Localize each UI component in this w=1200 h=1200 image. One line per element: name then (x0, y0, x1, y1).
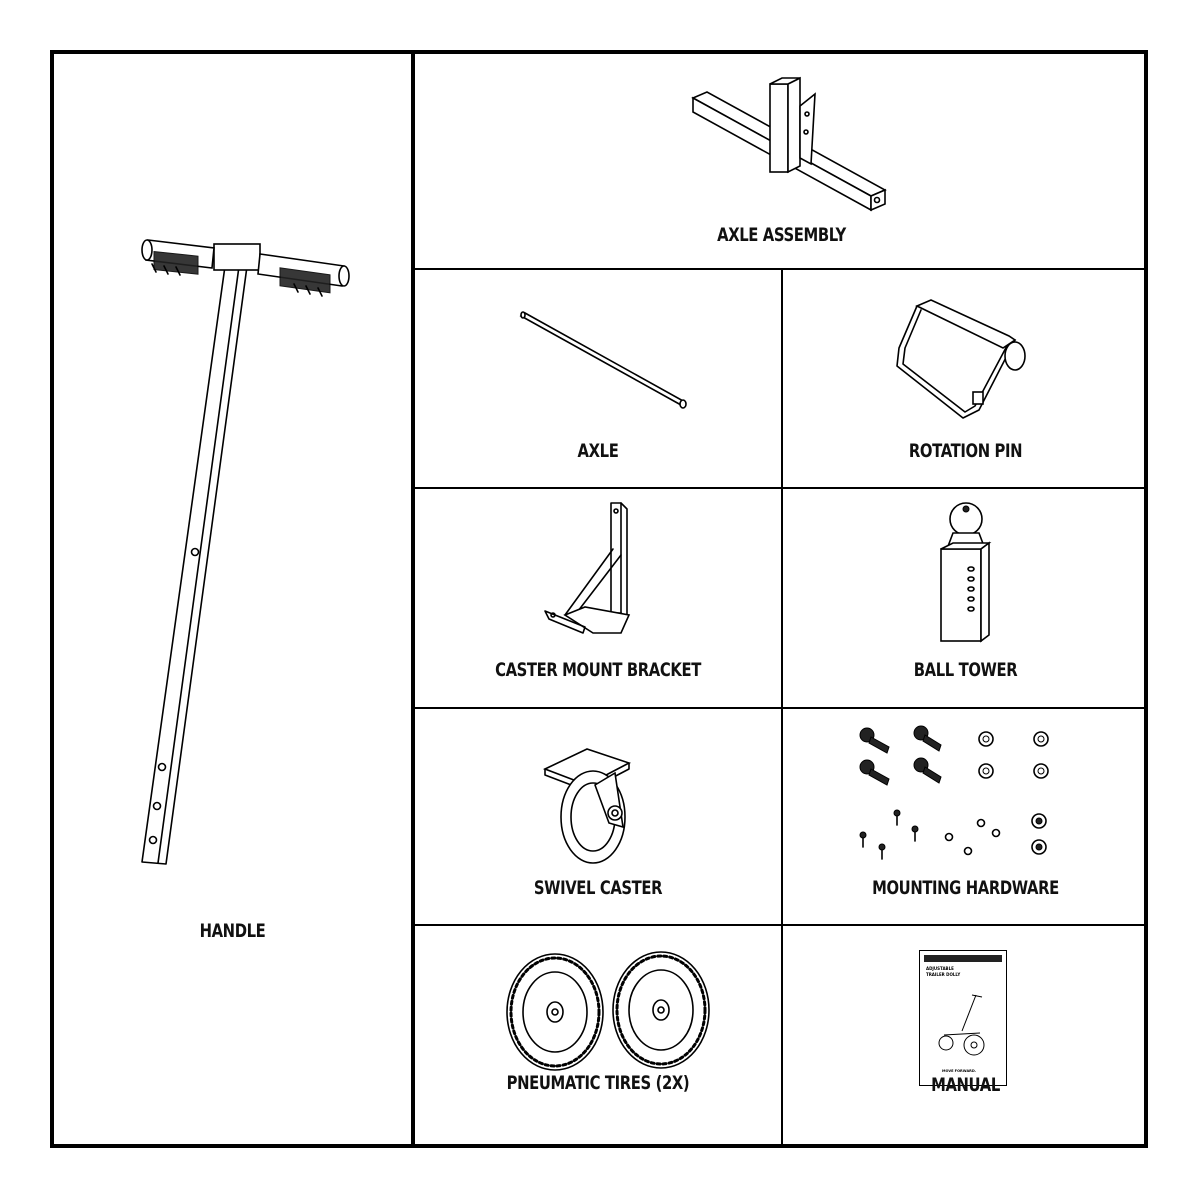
handle-illustration (141, 239, 350, 865)
cell-handle: HANDLE (54, 54, 411, 1144)
manual-title-line1: ADJUSTABLE (926, 966, 954, 971)
large-bolt-icon (913, 757, 942, 784)
cell-axle-assembly: AXLE ASSEMBLY (415, 54, 1148, 268)
cell-pneumatic-tires: PNEUMATIC TIRES (2X) (415, 926, 781, 1144)
label-handle: HANDLE (199, 920, 266, 942)
cell-mounting-hardware: MOUNTING HARDWARE (783, 709, 1148, 924)
large-bolt-icon (913, 725, 942, 752)
tire-icon (506, 953, 604, 1071)
large-bolt-icon (859, 759, 890, 786)
cell-ball-tower: BALL TOWER (783, 489, 1148, 707)
manual-header-bar (924, 955, 1002, 962)
label-swivel-caster: SWIVEL CASTER (533, 877, 663, 899)
mounting-hardware-illustration (859, 725, 1049, 860)
ball-tower-illustration (940, 502, 992, 643)
tire-icon (612, 951, 710, 1069)
label-axle: AXLE (577, 440, 619, 462)
axle-illustration (519, 311, 687, 409)
small-screw-icon (878, 843, 886, 860)
label-axle-assembly: AXLE ASSEMBLY (717, 224, 846, 246)
manual-title-line2: TRAILER DOLLY (926, 972, 961, 977)
pneumatic-tires-illustration (506, 951, 710, 1071)
caster-mount-bracket-illustration (544, 502, 631, 634)
parts-diagram-frame (50, 50, 1148, 1148)
cell-rotation-pin: ROTATION PIN (783, 270, 1148, 487)
divider-row-1 (415, 268, 1148, 270)
small-screw-icon (893, 809, 901, 826)
manual-booklet: ADJUSTABLE TRAILER DOLLY MOVE FORWARD. (919, 950, 1007, 1086)
manual-dolly-illustration (938, 994, 985, 1056)
divider-column (781, 270, 783, 1144)
small-screw-icon (911, 825, 919, 842)
cell-axle: AXLE (415, 270, 781, 487)
cell-caster-mount-bracket: CASTER MOUNT BRACKET (415, 489, 781, 707)
label-caster-mount-bracket: CASTER MOUNT BRACKET (495, 659, 701, 681)
label-manual: MANUAL (931, 1074, 1000, 1096)
swivel-caster-illustration (542, 748, 632, 864)
label-rotation-pin: ROTATION PIN (908, 440, 1023, 462)
manual-footer: MOVE FORWARD. (942, 1069, 977, 1073)
label-ball-tower: BALL TOWER (913, 659, 1018, 681)
label-pneumatic-tires: PNEUMATIC TIRES (2X) (506, 1072, 690, 1094)
small-screw-icon (859, 831, 867, 848)
axle-assembly-illustration (691, 76, 887, 212)
cell-swivel-caster: SWIVEL CASTER (415, 709, 781, 924)
divider-main (411, 50, 415, 1148)
label-mounting-hardware: MOUNTING HARDWARE (872, 877, 1059, 899)
large-bolt-icon (859, 727, 890, 754)
rotation-pin-illustration (896, 299, 1026, 419)
cell-manual: ADJUSTABLE TRAILER DOLLY MOVE FORWARD. M… (783, 926, 1148, 1144)
